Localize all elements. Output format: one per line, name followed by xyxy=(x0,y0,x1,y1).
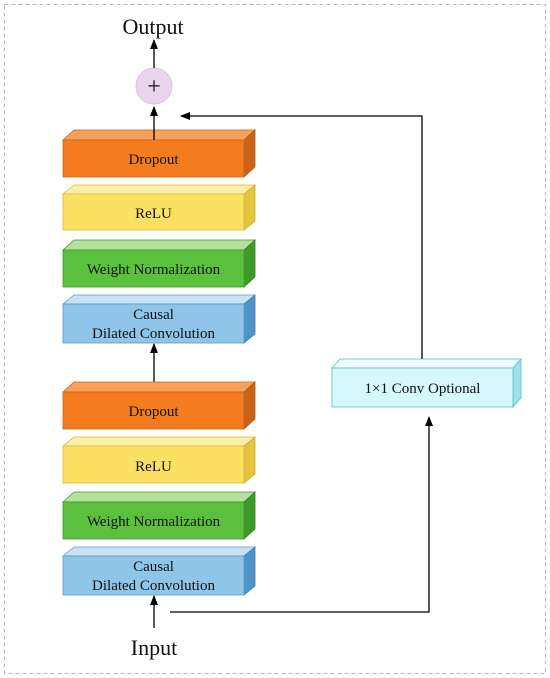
upper-dropout-block: Dropout xyxy=(61,129,257,178)
lower-weight-norm-label: Weight Normalization xyxy=(87,514,221,530)
lower-dropout-block: Dropout xyxy=(61,381,257,430)
residual-output-arrow xyxy=(180,112,423,359)
sum-node: + xyxy=(135,67,173,105)
upper-relu-block: ReLU xyxy=(61,184,257,231)
plus-icon: + xyxy=(147,74,161,100)
input-label: Input xyxy=(131,635,177,660)
upper-causal-conv-block: Causal Dilated Convolution xyxy=(61,294,257,344)
lower-dropout-label: Dropout xyxy=(129,404,180,420)
upper-dropout-label: Dropout xyxy=(129,152,180,168)
output-label: Output xyxy=(122,14,183,39)
upper-weight-norm-block: Weight Normalization xyxy=(61,239,257,288)
conv-1x1-optional-block: 1×1 Conv Optional xyxy=(331,357,522,409)
lower-relu-label: ReLU xyxy=(135,459,172,475)
upper-weight-norm-label: Weight Normalization xyxy=(87,262,221,278)
upper-causal-label-line1: Causal xyxy=(133,307,174,323)
lower-causal-conv-block: Causal Dilated Convolution xyxy=(61,546,257,596)
lower-weight-norm-block: Weight Normalization xyxy=(61,491,257,540)
lower-causal-label-line1: Causal xyxy=(133,559,174,575)
upper-causal-label-line2: Dilated Convolution xyxy=(92,326,215,342)
residual-input-arrow xyxy=(170,416,433,613)
lower-causal-label-line2: Dilated Convolution xyxy=(92,578,215,594)
lower-relu-block: ReLU xyxy=(61,436,257,484)
conv-1x1-label: 1×1 Conv Optional xyxy=(365,381,481,397)
upper-relu-label: ReLU xyxy=(135,206,172,222)
